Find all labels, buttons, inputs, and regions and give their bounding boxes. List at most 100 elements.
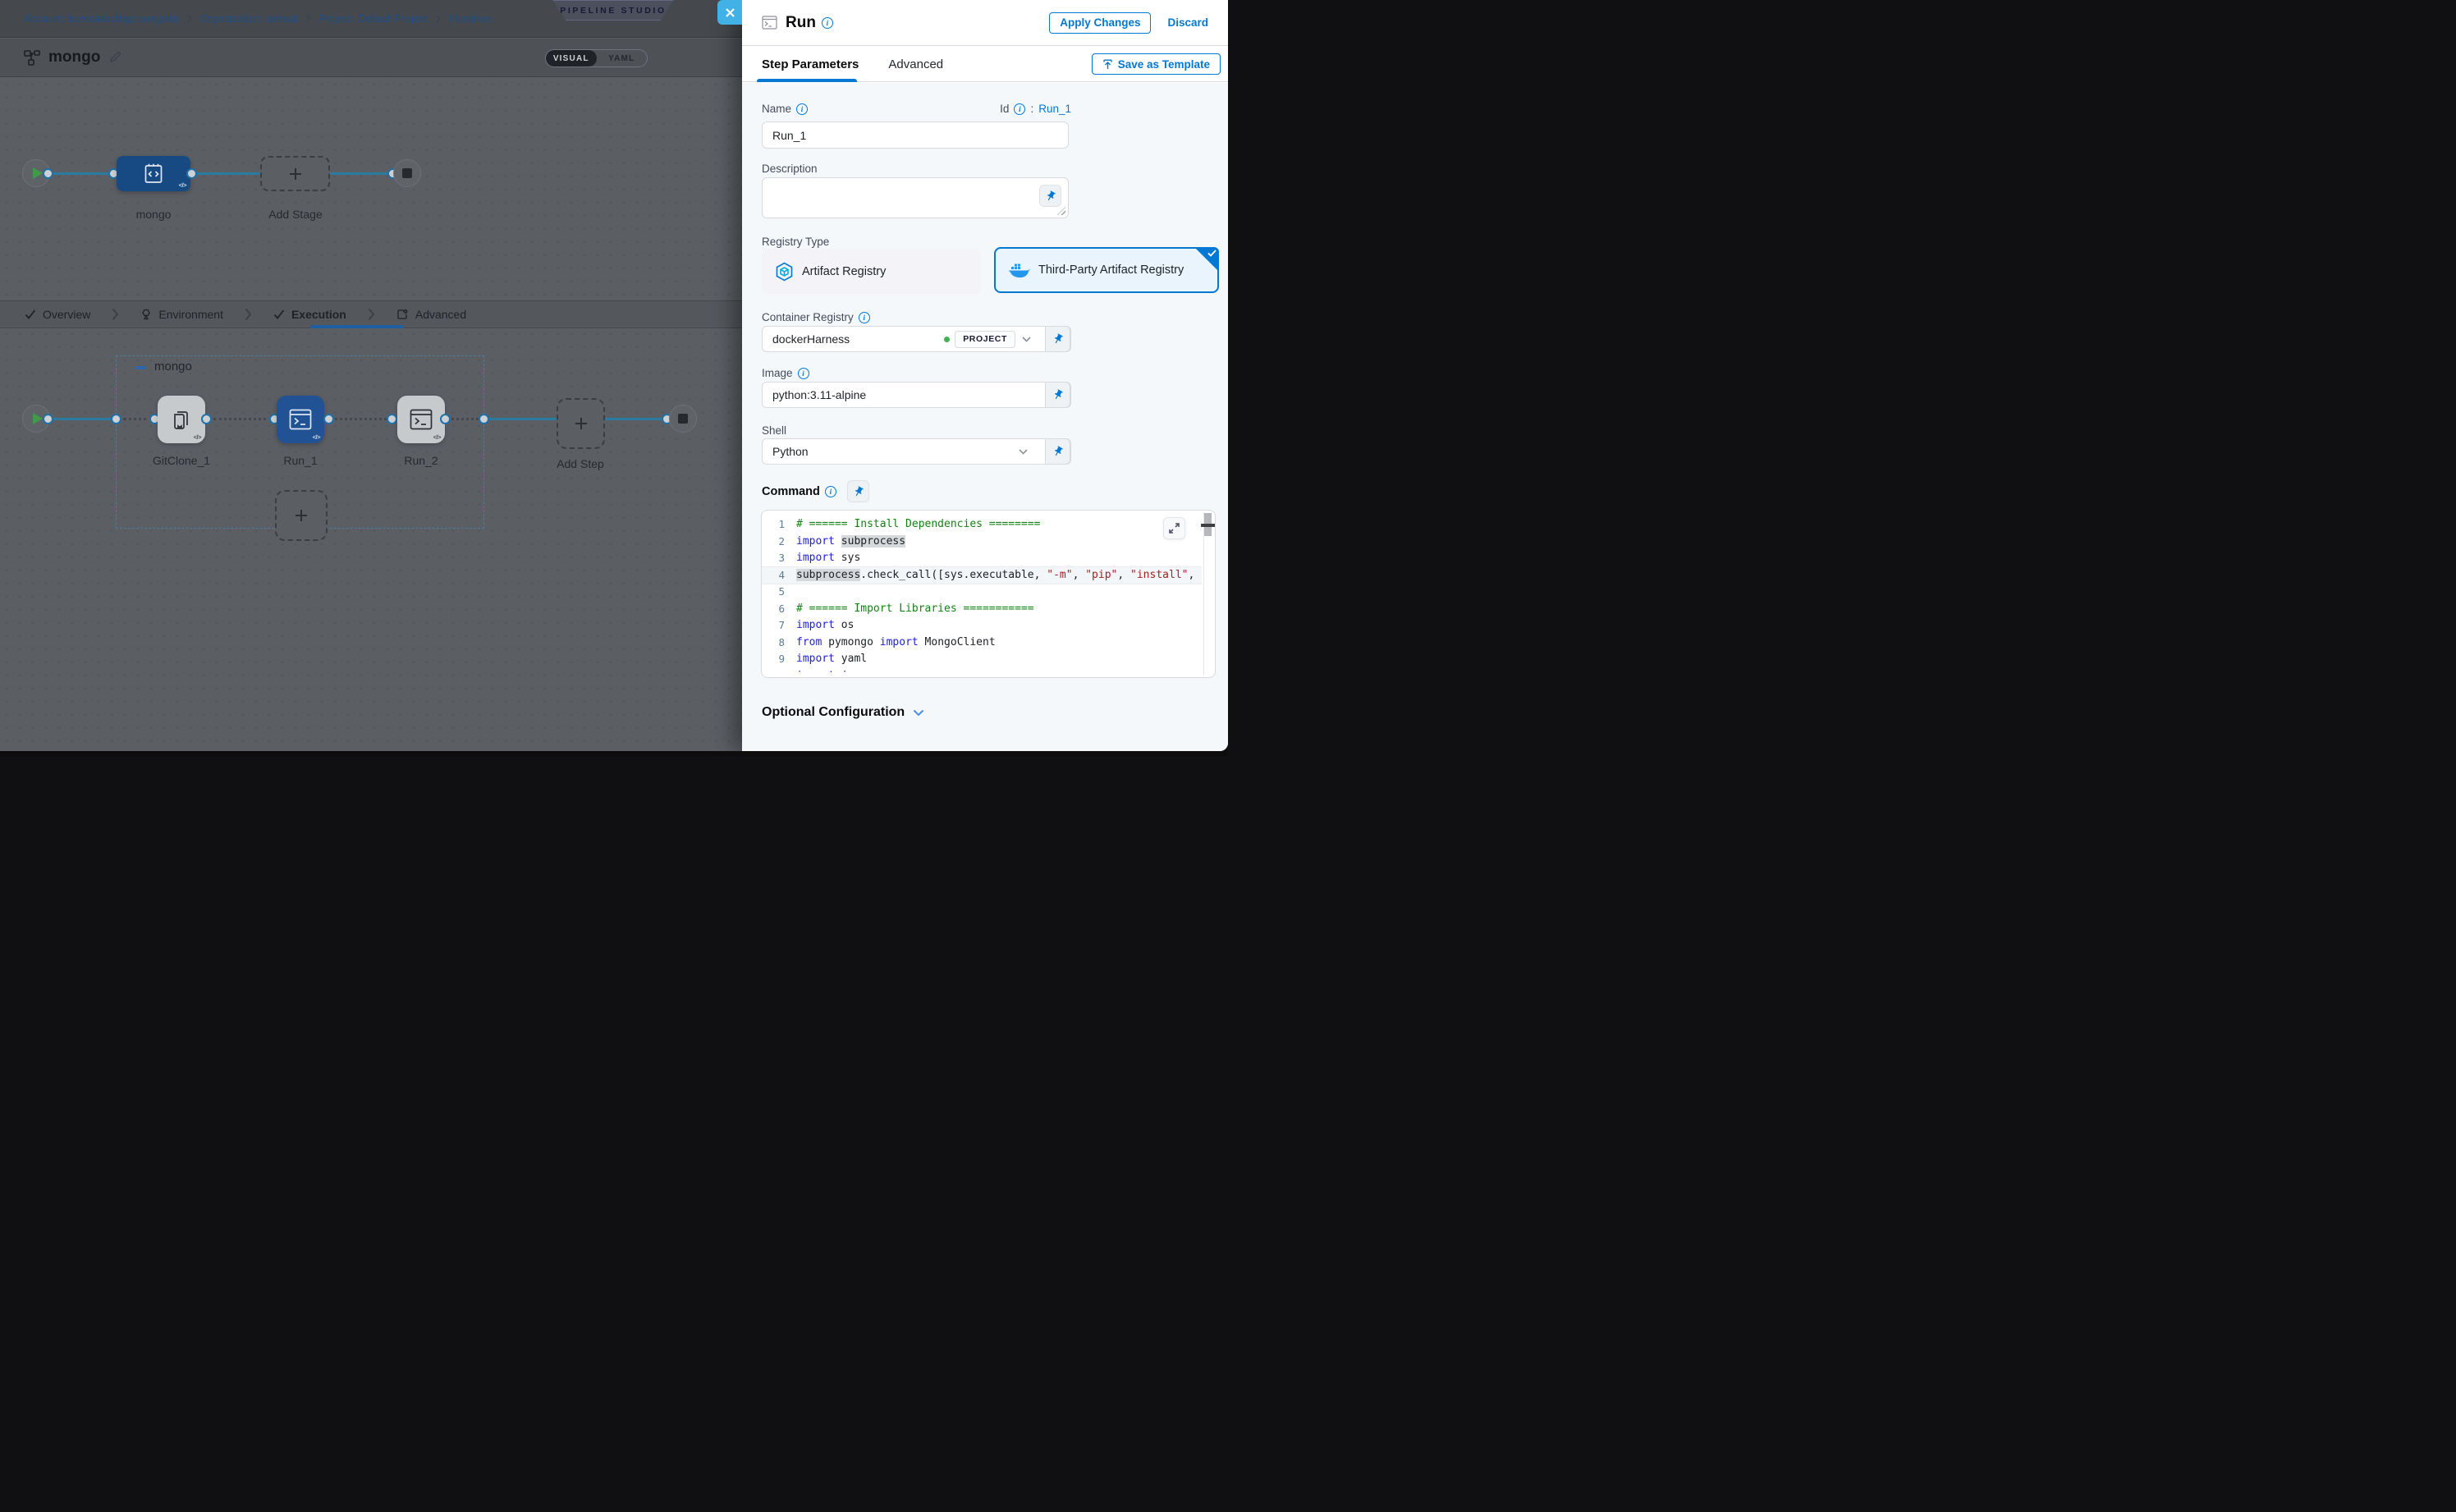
active-tab-underline	[757, 79, 857, 82]
breadcrumb-account[interactable]: Account: kurosakiichigo.songoku	[24, 12, 179, 25]
git-clone-icon	[171, 408, 192, 431]
info-icon[interactable]: i	[825, 486, 836, 497]
pipeline-studio-badge: PIPELINE STUDIO	[548, 0, 679, 21]
command-label-row: Command i	[762, 485, 836, 498]
code-line[interactable]: 6# ====== Import Libraries ===========	[762, 601, 1202, 618]
container-registry-field[interactable]: dockerHarness PROJECT	[762, 326, 1071, 352]
code-line[interactable]: 10import json	[762, 668, 1202, 673]
info-icon[interactable]: i	[859, 312, 870, 323]
code-text: import sys	[796, 550, 1202, 567]
save-as-template-button[interactable]: Save as Template	[1092, 53, 1221, 75]
chevron-right-icon	[245, 308, 252, 321]
editor-scrollbar-track[interactable]	[1203, 512, 1204, 676]
pipeline-end-node[interactable]	[393, 159, 421, 187]
check-icon	[1207, 250, 1217, 257]
add-step-label: Add Step	[539, 457, 621, 470]
port	[186, 168, 197, 179]
stage-node-mongo[interactable]: </>	[117, 156, 190, 191]
code-line[interactable]: 7import os	[762, 617, 1202, 635]
toggle-visual[interactable]: VISUAL	[546, 50, 597, 66]
code-line[interactable]: 2import subprocess	[762, 534, 1202, 551]
code-line[interactable]: 8from pymongo import MongoClient	[762, 635, 1202, 652]
tab-label: Overview	[43, 308, 90, 321]
code-line[interactable]: 5	[762, 584, 1202, 601]
panel-tab-bar: Step Parameters Advanced Save as Templat…	[742, 47, 1228, 82]
pipeline-canvas: Account: kurosakiichigo.songoku Organiza…	[0, 0, 742, 751]
step-group-label[interactable]: mongo	[154, 360, 192, 373]
optional-configuration-toggle[interactable]: Optional Configuration	[762, 705, 924, 720]
add-parallel-step-node[interactable]	[275, 490, 328, 541]
code-badge: </>	[433, 433, 441, 441]
line-number: 1	[762, 516, 796, 534]
image-label-row: Image i	[762, 367, 809, 379]
container-registry-label: Container Registry	[762, 311, 854, 323]
apply-changes-button[interactable]: Apply Changes	[1049, 12, 1151, 34]
tab-label: Execution	[291, 308, 346, 321]
stage-label: mongo	[112, 208, 195, 221]
discard-button[interactable]: Discard	[1167, 16, 1208, 29]
tab-overview[interactable]: Overview	[25, 308, 90, 321]
code-line[interactable]: 1# ====== Install Dependencies ========	[762, 516, 1202, 534]
code-text: import subprocess	[796, 534, 1202, 551]
info-icon[interactable]: i	[822, 17, 833, 29]
step-node-run-1[interactable]: </>	[277, 396, 324, 443]
pin-runtime-input-button[interactable]	[1045, 326, 1070, 352]
info-icon[interactable]: i	[798, 368, 809, 379]
pin-runtime-input-button[interactable]	[1039, 185, 1061, 207]
registry-option-artifact[interactable]: Artifact Registry	[762, 249, 981, 295]
play-icon	[33, 413, 43, 424]
resize-handle[interactable]	[1057, 207, 1065, 215]
description-textarea[interactable]	[762, 177, 1069, 218]
breadcrumb-pipelines[interactable]: Pipelines	[448, 12, 492, 25]
id-label: Id	[1000, 103, 1009, 115]
pin-icon	[1050, 443, 1065, 459]
code-line[interactable]: 3import sys	[762, 550, 1202, 567]
info-icon[interactable]: i	[796, 103, 808, 115]
id-separator: :	[1030, 103, 1033, 115]
step-config-panel: Run i Apply Changes Discard Step Paramet…	[742, 0, 1228, 751]
breadcrumb-organization[interactable]: Organization: default	[199, 12, 298, 25]
tab-step-parameters[interactable]: Step Parameters	[762, 57, 859, 71]
add-step-node[interactable]	[557, 398, 605, 449]
close-panel-button[interactable]	[717, 0, 742, 25]
expand-editor-button[interactable]	[1163, 517, 1185, 539]
pin-runtime-input-button[interactable]	[1045, 382, 1070, 408]
code-text: import os	[796, 617, 1202, 635]
tab-environment[interactable]: Environment	[140, 308, 223, 321]
pin-runtime-input-button[interactable]	[847, 480, 869, 502]
edge-dotted	[335, 418, 387, 420]
editor-ruler-mark	[1201, 524, 1215, 527]
collapse-group-icon[interactable]	[135, 366, 146, 369]
terminal-icon	[762, 16, 777, 30]
id-value[interactable]: Run_1	[1038, 103, 1071, 115]
code-line[interactable]: 9import yaml	[762, 651, 1202, 668]
breadcrumb-project[interactable]: Project: Default Project	[318, 12, 428, 25]
registry-option-third-party[interactable]: Third-Party Artifact Registry	[994, 247, 1219, 293]
registry-option-label: Third-Party Artifact Registry	[1038, 263, 1184, 277]
add-stage-node[interactable]	[260, 156, 330, 191]
name-input[interactable]: Run_1	[762, 121, 1069, 149]
chevron-down-icon[interactable]	[1022, 337, 1031, 342]
scope-badge: PROJECT	[955, 331, 1015, 348]
pin-runtime-input-button[interactable]	[1045, 438, 1070, 465]
image-input[interactable]: python:3.11-alpine	[762, 382, 1071, 408]
edit-pencil-icon[interactable]	[108, 51, 121, 64]
shell-select[interactable]: Python	[762, 438, 1071, 465]
graph-canvas[interactable]: </> mongo Add Stage Overview Environment	[0, 78, 742, 751]
active-tab-underline	[310, 325, 404, 328]
plus-icon	[573, 415, 589, 432]
step-node-gitclone-1[interactable]: </>	[158, 396, 205, 443]
panel-title: Run	[786, 14, 816, 32]
plus-icon	[287, 166, 304, 182]
pin-icon	[1050, 331, 1065, 346]
tab-advanced[interactable]: Advanced	[396, 308, 466, 321]
tab-execution[interactable]: Execution	[273, 308, 346, 321]
execution-end-node[interactable]	[669, 405, 697, 433]
toggle-yaml[interactable]: YAML	[597, 50, 648, 66]
command-code-editor[interactable]: 1# ====== Install Dependencies ========2…	[761, 510, 1216, 678]
code-text	[796, 584, 1202, 601]
step-node-run-2[interactable]: </>	[397, 396, 445, 443]
info-icon[interactable]: i	[1014, 103, 1025, 115]
tab-advanced[interactable]: Advanced	[888, 57, 943, 71]
code-line[interactable]: 4subprocess.check_call([sys.executable, …	[762, 567, 1202, 584]
